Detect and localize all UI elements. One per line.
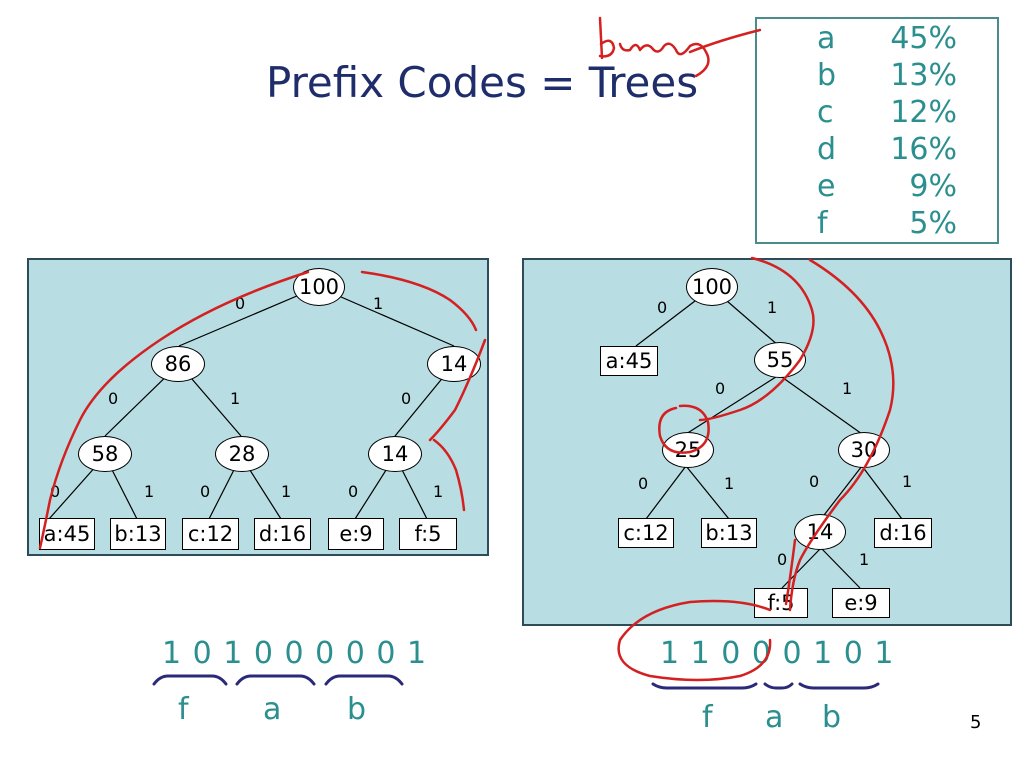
freq-value: 5%	[909, 206, 957, 241]
leaf-node: e:9	[328, 518, 384, 550]
freq-letter: f	[817, 206, 828, 241]
edge-label: 1	[842, 379, 853, 398]
edge-label: 0	[401, 389, 412, 408]
right-codeword: 1 1 0 0 0 1 0 1	[660, 636, 895, 671]
tree-node: 100	[293, 268, 345, 306]
freq-row-a: a 45%	[817, 21, 957, 58]
tree-node: 30	[838, 432, 890, 468]
left-tree-panel: 100 86 14 58 28 14 a:45 b:13 c:12 d:16 e…	[27, 258, 489, 556]
leaf-node: d:16	[874, 518, 932, 548]
right-tree-panel: 100 55 25 30 14 a:45 c:12 b:13 d:16 f:5 …	[522, 258, 1012, 626]
edge-label: 1	[230, 389, 241, 408]
edge-label: 0	[657, 298, 668, 317]
tree-node: 86	[151, 346, 205, 382]
freq-letter: c	[817, 95, 834, 130]
edge-label: 1	[859, 550, 870, 569]
edge-label: 0	[777, 550, 788, 569]
brace-left-a	[235, 674, 316, 686]
tree-node: 58	[78, 436, 132, 472]
freq-letter: b	[817, 58, 837, 93]
leaf-node: c:12	[182, 518, 239, 550]
left-codeword: 1 0 1 0 0 0 0 0 1	[162, 636, 428, 671]
edge-label: 0	[348, 482, 359, 501]
freq-row-b: b 13%	[817, 58, 957, 95]
decoded-letter: a	[765, 700, 784, 735]
freq-letter: d	[817, 132, 837, 167]
edge-label: 1	[373, 294, 384, 313]
edge-label: 1	[724, 474, 735, 493]
tree-node: 100	[686, 268, 738, 306]
tree-node: 14	[427, 346, 481, 382]
brace-right-f	[651, 682, 758, 690]
freq-value: 45%	[890, 21, 957, 56]
decoded-letter: f	[178, 692, 189, 727]
edge-label: 1	[902, 472, 913, 491]
freq-row-c: c 12%	[817, 95, 957, 132]
leaf-node: f:5	[399, 518, 457, 550]
leaf-node: d:16	[254, 518, 311, 550]
leaf-node: b:13	[110, 518, 166, 550]
decoded-letter: a	[263, 692, 282, 727]
leaf-node: b:13	[701, 518, 757, 548]
edge-label: 0	[235, 294, 246, 313]
brace-right-a	[763, 682, 794, 690]
edge-label: 0	[715, 379, 726, 398]
edge-label: 0	[809, 472, 820, 491]
edge-label: 0	[50, 482, 61, 501]
brace-left-b	[324, 674, 404, 686]
brace-left-f	[152, 674, 228, 686]
freq-letter: e	[817, 169, 836, 204]
tree-node: 14	[794, 514, 846, 550]
tree-node: 25	[662, 432, 714, 468]
edge-label: 1	[144, 482, 155, 501]
tree-node: 14	[368, 436, 422, 472]
decoded-letter: f	[702, 700, 713, 735]
freq-row-f: f 5%	[817, 206, 957, 243]
leaf-node: f:5	[754, 588, 808, 618]
edge-label: 1	[767, 298, 778, 317]
edge-label: 1	[281, 482, 292, 501]
tree-node: 55	[754, 342, 806, 378]
leaf-node: a:45	[39, 518, 95, 550]
tree-node: 28	[215, 436, 269, 472]
page-number: 5	[970, 712, 982, 733]
frequency-table: a 45% b 13% c 12% d 16% e 9% f 5%	[755, 17, 999, 244]
decoded-letter: b	[822, 700, 842, 735]
freq-row-e: e 9%	[817, 169, 957, 206]
freq-letter: a	[817, 21, 836, 56]
leaf-node: c:12	[618, 518, 674, 548]
edge-label: 0	[108, 389, 119, 408]
freq-value: 12%	[890, 95, 957, 130]
leaf-node: e:9	[832, 588, 890, 618]
decoded-letter: b	[347, 692, 367, 727]
left-tree-edges	[48, 286, 455, 520]
freq-value: 9%	[909, 169, 957, 204]
leaf-node: a:45	[600, 346, 658, 376]
freq-row-d: d 16%	[817, 132, 957, 169]
freq-value: 13%	[890, 58, 957, 93]
edge-label: 1	[433, 482, 444, 501]
brace-right-b	[798, 682, 880, 690]
freq-value: 16%	[890, 132, 957, 167]
slide-title: Prefix Codes = Trees	[266, 58, 699, 107]
edge-label: 0	[200, 482, 211, 501]
edge-label: 0	[638, 474, 649, 493]
